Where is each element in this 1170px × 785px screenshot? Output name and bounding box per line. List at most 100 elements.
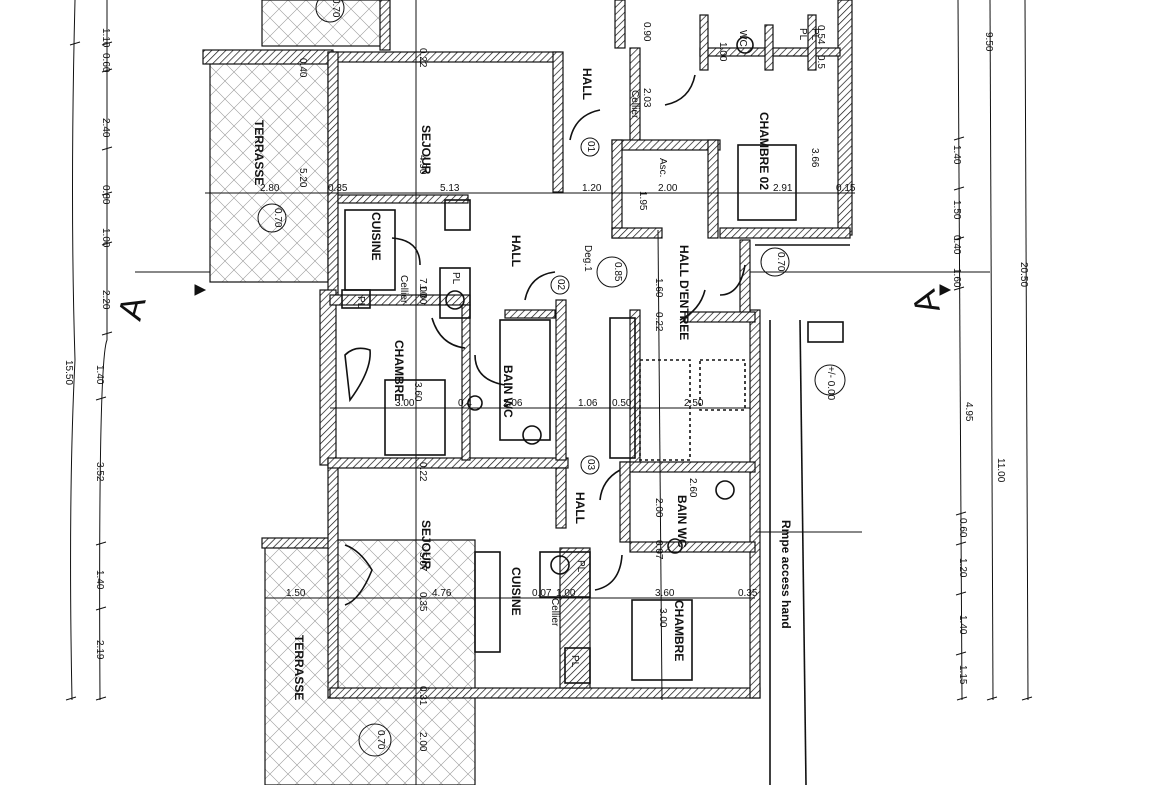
plan-element [989, 0, 994, 701]
plan-label: 0.60 [100, 53, 111, 73]
plan-label: 03 [585, 459, 596, 471]
plan-element [569, 109, 601, 141]
plan-element [760, 247, 790, 277]
plan-element [95, 606, 107, 611]
plan-element [953, 236, 965, 241]
wall-segment [327, 51, 561, 63]
plan-label: 2.50 [684, 398, 704, 409]
plan-label: 0.40 [951, 235, 962, 255]
wall-segment [264, 539, 476, 785]
plan-element [939, 284, 952, 296]
plan-element [986, 696, 998, 701]
plan-label: 0.70 [775, 252, 786, 272]
level-markers: 0.70 0.70 0.70 0.70 0.85 +/- 0.00 [257, 0, 846, 757]
wall-segment [552, 51, 564, 193]
room-label-sejour-bottom: SEJOUR [419, 520, 433, 570]
plan-element [344, 347, 371, 403]
plan-label: 2.03 [641, 88, 652, 108]
wall-segment [609, 317, 636, 459]
plan-element [596, 256, 628, 288]
plan-element [594, 554, 623, 591]
plan-element [956, 696, 968, 701]
plan-element [679, 289, 706, 321]
room-label-terrasse-bottom: TERRASSE [292, 635, 306, 700]
section-mark-left: A [111, 292, 154, 324]
plan-label: 0.35 [417, 592, 428, 612]
plan-element [101, 68, 113, 73]
wall-segment [619, 461, 756, 473]
wall-segment [329, 687, 761, 699]
level-marker: 0.70 [358, 723, 392, 757]
plan-element [358, 723, 392, 757]
plan-label: 2.00 [658, 183, 678, 194]
plan-element [580, 137, 600, 157]
plan-label: 3.66 [809, 148, 820, 168]
plan-element [101, 241, 113, 246]
plan-element [101, 331, 113, 336]
plan-label: 0.35 [328, 183, 348, 194]
room-labels: SEJOUR SEJOUR TERRASSE TERRASSE CUISINE … [252, 28, 820, 700]
wall-segment [837, 0, 853, 236]
plan-label: 0.22 [417, 462, 428, 482]
wall-segment [629, 541, 756, 553]
wall-segment [202, 49, 334, 65]
plan-element [953, 186, 965, 191]
plan-element [344, 544, 373, 606]
plan-label: 0.22 [653, 312, 664, 332]
plan-label: 0.70 [272, 208, 283, 228]
wall-segment [444, 199, 471, 231]
plan-label: 5.13 [440, 183, 460, 194]
plan-label: 1.10 [100, 28, 111, 48]
plan-label: 1.95 [637, 191, 648, 211]
room-label-cellier-1: Cellier [629, 90, 640, 119]
level-marker: 0.85 [596, 256, 628, 288]
plan-element [664, 74, 696, 106]
plan-label: 3.60 [655, 588, 675, 599]
plan-label: 1.50 [951, 200, 962, 220]
plan-element [315, 0, 345, 23]
room-label-pl-5: PL [797, 28, 808, 41]
plan-element [70, 0, 76, 701]
dimension-lines [205, 0, 862, 785]
plan-label: 1.20 [957, 558, 968, 578]
room-label-cellier-2: Cellier [398, 275, 409, 304]
plan-element [65, 696, 77, 701]
plan-label: 0.40 [297, 58, 308, 78]
plan-label: 0.80 [100, 185, 111, 205]
plan-label: 1.40 [94, 570, 105, 590]
right-dimension-chains [953, 0, 1033, 701]
plan-label: 5.07 [417, 552, 428, 572]
exterior-walls [319, 0, 853, 699]
wall-segment [611, 139, 721, 151]
plan-label: 0.70 [330, 0, 341, 18]
plan-element [955, 541, 967, 546]
room-label-pl-6: PL [809, 28, 820, 41]
plan-element [194, 284, 207, 296]
room-label-pl-4: PL [569, 655, 580, 668]
plan-label: 1.20 [582, 183, 602, 194]
plan-element [522, 425, 542, 445]
room-label-cuisine-top: CUISINE [369, 212, 383, 261]
plan-element [95, 396, 107, 401]
section-mark-right: A [905, 286, 948, 318]
plan-label: 0.4 [458, 398, 472, 409]
plan-label: 0.85 [612, 262, 623, 282]
plan-label: 1.40 [94, 365, 105, 385]
room-label-wc-top: WC [737, 30, 748, 47]
room-label-deg: Deg.1 [582, 245, 593, 272]
room-label-cellier-3: Cellier [549, 598, 560, 627]
plan-element [955, 591, 967, 596]
plan-label: 4.76 [432, 588, 452, 599]
plan-label: 1.50 [286, 588, 306, 599]
plan-label: 0.54 [815, 25, 826, 45]
plan-element [814, 364, 846, 396]
dimension-right-chain: 1.40 1.50 0.40 1.60 4.95 0.60 1.20 1.40 … [951, 32, 1029, 685]
dimension-row-mid: 3.00 2.06 1.06 0.50 2.50 3.60 0.4 [395, 382, 704, 409]
plan-element [431, 317, 466, 349]
wall-segment [564, 647, 591, 684]
room-label-asc: Asc. [657, 158, 668, 177]
wall-segment [764, 24, 774, 71]
plan-label: 0.07 [532, 588, 552, 599]
plan-label: 1.40 [957, 615, 968, 635]
plan-label: 0.5 [815, 55, 826, 69]
